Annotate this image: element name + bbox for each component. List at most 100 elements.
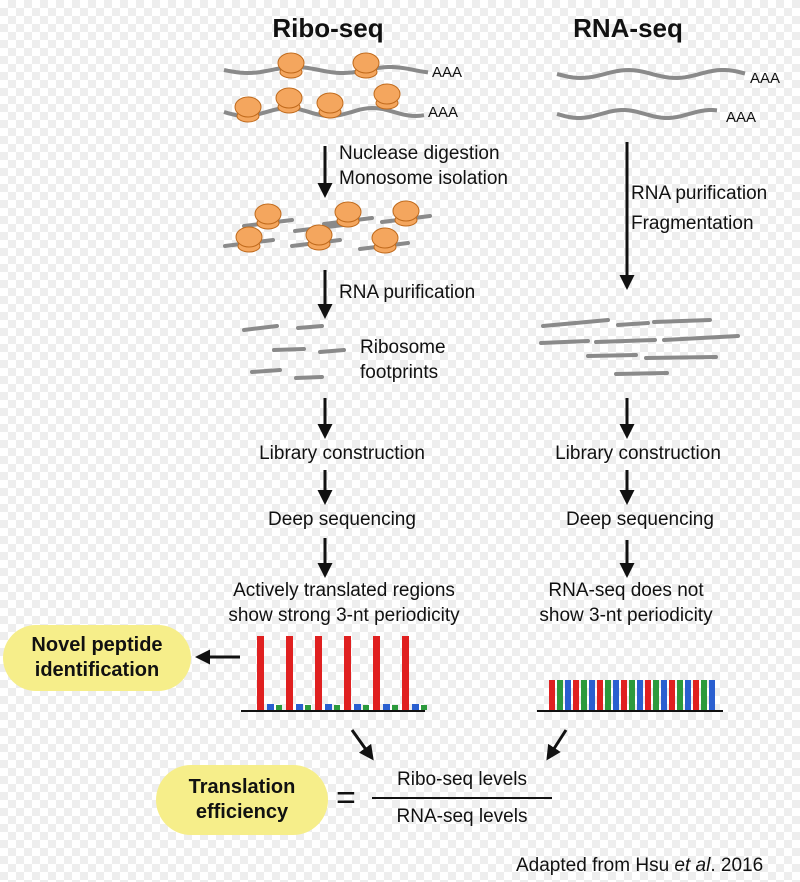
rna-library-construction-label: Library construction bbox=[555, 443, 721, 464]
ribosome bbox=[371, 227, 399, 254]
ribo-blue-bar bbox=[412, 704, 419, 710]
rna-deep-sequencing-label: Deep sequencing bbox=[566, 509, 714, 530]
rna-bar bbox=[637, 680, 643, 710]
fragmentation-label: Fragmentation bbox=[631, 213, 754, 234]
rna-bar bbox=[573, 680, 579, 710]
rna-result-label-1: RNA-seq does not bbox=[548, 580, 704, 601]
ribosome-footprint bbox=[318, 348, 346, 354]
ribosome bbox=[235, 226, 263, 253]
rna-seq-title: RNA-seq bbox=[573, 13, 683, 43]
rna-fragment bbox=[644, 355, 718, 360]
rna-fragment bbox=[539, 339, 590, 345]
ribosome-footprint bbox=[296, 324, 324, 330]
ribosome-large-subunit bbox=[392, 200, 420, 222]
rna-fragment bbox=[541, 318, 610, 328]
ribo-seq-title: Ribo-seq bbox=[272, 13, 384, 43]
ribosome-large-subunit bbox=[334, 201, 362, 223]
ribo-blue-bar bbox=[325, 704, 332, 710]
rna-fragment bbox=[594, 338, 657, 344]
flow-arrows bbox=[195, 142, 635, 761]
citation-prefix: Adapted from Hsu bbox=[516, 855, 675, 876]
polya-label-rna-1: AAA bbox=[750, 70, 781, 87]
rna-bar bbox=[605, 680, 611, 710]
equals-sign: = bbox=[336, 779, 356, 817]
ribosome-large-subunit bbox=[371, 227, 399, 249]
nuclease-digestion-label: Nuclease digestion bbox=[339, 143, 500, 164]
ribo-deep-sequencing-label: Deep sequencing bbox=[268, 509, 416, 530]
ribo-red-bar bbox=[402, 636, 409, 710]
ribosome bbox=[392, 200, 420, 227]
ribo-red-bar bbox=[257, 636, 264, 710]
ribo-blue-bar bbox=[354, 704, 361, 710]
rna-bar bbox=[597, 680, 603, 710]
ribosome-large-subunit bbox=[373, 83, 401, 105]
rna-bar bbox=[685, 680, 691, 710]
ribo-green-bar bbox=[276, 705, 282, 710]
ribosome-large-subunit bbox=[277, 52, 305, 74]
ribosome bbox=[305, 224, 333, 251]
rna-fragment bbox=[652, 318, 712, 324]
ribo-red-bar bbox=[286, 636, 293, 710]
translation-efficiency-label-2: efficiency bbox=[195, 801, 289, 823]
equation-denominator: RNA-seq levels bbox=[396, 806, 528, 827]
rna-bar bbox=[645, 680, 651, 710]
citation-suffix: . 2016 bbox=[710, 855, 764, 876]
ribosome-large-subunit bbox=[254, 203, 282, 225]
ribosome-large-subunit bbox=[316, 92, 344, 114]
ribosome bbox=[316, 92, 344, 119]
ribosome-footprint bbox=[272, 347, 306, 352]
rna-bar bbox=[661, 680, 667, 710]
novel-peptide-bubble: Novel peptide identification bbox=[3, 625, 191, 691]
rna-fragment bbox=[662, 334, 740, 342]
ribosome-footprints-label-1: Ribosome bbox=[360, 337, 446, 358]
ribo-green-bar bbox=[363, 705, 369, 710]
ribo-green-bar bbox=[305, 705, 311, 710]
rna-bar bbox=[565, 680, 571, 710]
rna-bar bbox=[629, 680, 635, 710]
rna-result-label-2: show 3-nt periodicity bbox=[539, 605, 713, 626]
ribosome bbox=[254, 203, 282, 230]
rna-bar bbox=[613, 680, 619, 710]
ribosome-footprint bbox=[294, 375, 324, 380]
monosome-isolation-label: Monosome isolation bbox=[339, 168, 508, 189]
rna-bar bbox=[677, 680, 683, 710]
ribosome-large-subunit bbox=[305, 224, 333, 246]
ribo-blue-bar bbox=[267, 704, 274, 710]
rna-bar bbox=[549, 680, 555, 710]
ribosome-footprint bbox=[242, 324, 279, 332]
ribo-red-bar bbox=[315, 636, 322, 710]
rna-bar bbox=[557, 680, 563, 710]
ribosome bbox=[234, 96, 262, 123]
polya-label-ribo-1: AAA bbox=[432, 64, 463, 81]
ribo-green-bar bbox=[421, 705, 427, 710]
ribo-blue-bar bbox=[383, 704, 390, 710]
ribosome-footprint bbox=[250, 368, 282, 374]
ribosome bbox=[334, 201, 362, 228]
mrna-strand bbox=[223, 64, 429, 76]
rna-fragment bbox=[586, 353, 638, 358]
ribosome-large-subunit bbox=[352, 52, 380, 74]
ribosome bbox=[277, 52, 305, 79]
rna-rna-purification-label: RNA purification bbox=[631, 183, 768, 204]
novel-peptide-label-1: Novel peptide bbox=[31, 634, 163, 656]
ribo-result-label-2: show strong 3-nt periodicity bbox=[228, 605, 460, 626]
ribo-rna-purification-label: RNA purification bbox=[339, 282, 476, 303]
ribosome bbox=[275, 87, 303, 114]
polya-label-rna-2: AAA bbox=[726, 109, 757, 126]
ribosome-footprints-label-2: footprints bbox=[360, 362, 439, 383]
ribo-red-bar bbox=[344, 636, 351, 710]
flow-arrow bbox=[546, 729, 568, 761]
translation-efficiency-label-1: Translation bbox=[188, 776, 296, 798]
rna-bar bbox=[581, 680, 587, 710]
rna-bar bbox=[621, 680, 627, 710]
rna-fragment bbox=[614, 371, 669, 376]
rna-bar bbox=[709, 680, 715, 710]
mrna-strand bbox=[556, 108, 718, 120]
ribo-red-bar bbox=[373, 636, 380, 710]
ribo-library-construction-label: Library construction bbox=[259, 443, 425, 464]
ribosome bbox=[373, 83, 401, 110]
ribo-blue-bar bbox=[296, 704, 303, 710]
rna-bar bbox=[589, 680, 595, 710]
translation-efficiency-bubble: Translation efficiency bbox=[156, 765, 328, 835]
